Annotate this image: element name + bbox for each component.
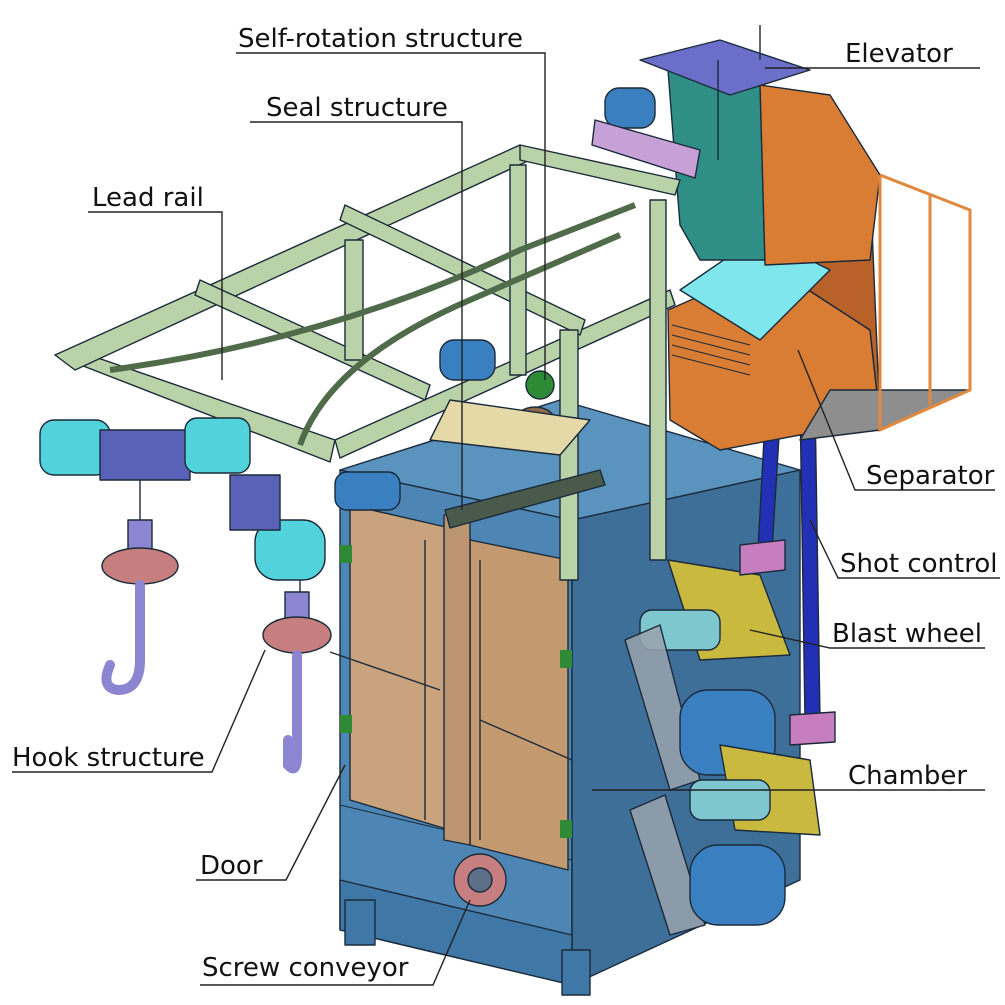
frame-back-beam	[519, 144, 681, 196]
lead-rail-curve	[109, 202, 637, 373]
leader-blast-wheel	[749, 629, 985, 649]
screw-conveyor-part	[453, 853, 507, 907]
seal-part	[429, 399, 606, 529]
label-screw-conveyor: Screw conveyor	[202, 953, 409, 983]
hook-left	[101, 519, 179, 696]
frame-post-4	[509, 164, 527, 376]
label-chamber: Chamber	[848, 761, 967, 791]
hook-left-hook	[101, 580, 145, 696]
leader-self-rotation	[236, 52, 546, 380]
door-hinge-1	[340, 545, 352, 563]
frame-post-3	[649, 199, 667, 561]
door-assembly	[329, 504, 573, 871]
leader-screw-conveyor	[200, 899, 471, 986]
door-hinge-3	[560, 650, 572, 668]
seal-plate	[429, 399, 591, 456]
hook-right-hook	[283, 650, 302, 774]
shot-valve-upper	[739, 539, 786, 576]
label-shot-control: Shot control	[840, 549, 997, 579]
label-lead-rail: Lead rail	[92, 183, 204, 213]
hoist-right-drum	[334, 471, 401, 511]
blast-wheel-shaft-lower	[689, 779, 771, 821]
elevator-separator-assembly	[591, 25, 972, 451]
door-left-panel	[349, 504, 451, 831]
label-elevator: Elevator	[845, 39, 953, 69]
hook-right-ring	[262, 616, 332, 654]
elevator-top-plate	[639, 39, 811, 96]
door-hinge-4	[560, 820, 572, 838]
door-right-panel	[469, 539, 569, 871]
belt-guard-lower	[629, 794, 706, 936]
motor-lower	[689, 844, 786, 926]
separator-louvers	[671, 324, 751, 376]
lead-rail-frame	[54, 144, 681, 581]
elevator-motor	[604, 87, 656, 129]
hoist-right-body	[229, 474, 281, 531]
labels: Self-rotation structure Seal structure E…	[12, 24, 997, 983]
rotation-motor	[439, 339, 496, 381]
lead-rail-curve-2	[297, 232, 622, 447]
door-latch-right	[479, 719, 573, 761]
hoist-right	[229, 471, 401, 615]
frame-post-2	[559, 329, 579, 581]
label-door: Door	[200, 851, 263, 881]
elevator-orange-casing	[759, 84, 881, 266]
label-separator: Separator	[866, 461, 995, 491]
label-self-rotation-structure: Self-rotation structure	[238, 24, 523, 54]
shot-control-pipes	[739, 399, 836, 746]
shot-pipe-2	[799, 399, 821, 721]
leader-seal	[250, 121, 463, 510]
rotation-gear	[525, 370, 555, 400]
blast-wheel-lower	[629, 744, 821, 936]
label-blast-wheel: Blast wheel	[832, 619, 982, 649]
leader-hook-structure	[12, 649, 266, 773]
seal-slot	[444, 469, 606, 529]
hoist-right-motor	[254, 519, 326, 581]
screw-conveyor-hub	[467, 867, 493, 893]
frame-right-beam	[334, 289, 676, 459]
leader-separator	[797, 349, 995, 491]
platform-railing	[878, 173, 972, 433]
label-hook-structure: Hook structure	[12, 743, 205, 773]
leader-lines	[12, 52, 1000, 986]
frame-post-1	[344, 239, 364, 361]
elevator-belt-guard	[591, 119, 701, 179]
hoist-left-drum	[184, 417, 251, 474]
hook-left-ring	[101, 547, 179, 585]
hoist-left-body	[99, 429, 191, 481]
label-seal-structure: Seal structure	[266, 93, 448, 123]
leader-shot-control	[809, 519, 1000, 579]
chamber-leg-right	[561, 949, 591, 996]
shot-valve-lower	[789, 711, 836, 746]
door-hinge-2	[340, 715, 352, 733]
hoist-left	[39, 417, 251, 530]
door-center-strip	[443, 509, 471, 846]
chamber-leg-left	[344, 899, 376, 946]
leader-lead-rail	[88, 211, 223, 380]
blast-wheel-upper	[624, 559, 791, 791]
hook-right	[262, 591, 332, 774]
leader-door	[196, 764, 346, 881]
door-latch-left	[329, 651, 441, 691]
service-platform	[799, 389, 971, 441]
